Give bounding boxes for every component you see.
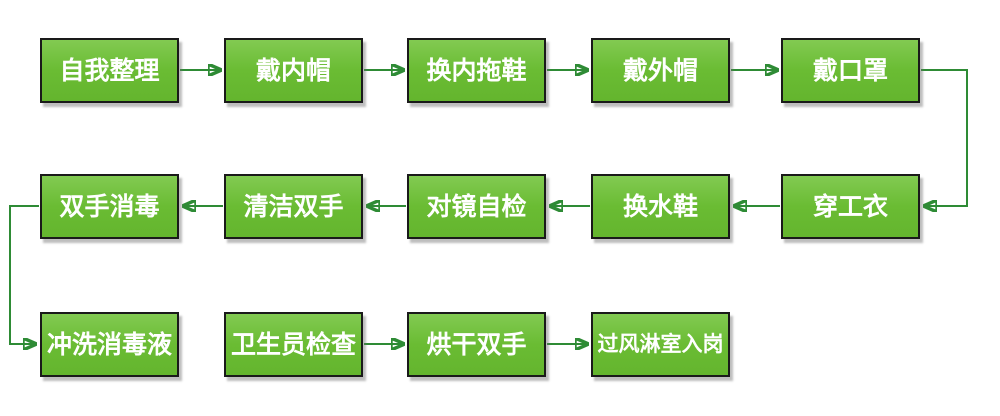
flow-node-wear-work-clothes: 穿工衣 xyxy=(781,174,920,239)
flow-node-hygienist-inspection: 卫生员检查 xyxy=(224,312,363,377)
flow-node-dry-hands: 烘干双手 xyxy=(407,312,546,377)
flow-node-mirror-self-check: 对镜自检 xyxy=(407,174,546,239)
flow-node-air-shower-to-post: 过风淋室入岗 xyxy=(591,312,730,377)
flow-node-change-water-boots: 换水鞋 xyxy=(591,174,730,239)
flow-node-wear-inner-cap: 戴内帽 xyxy=(224,38,363,103)
connector-disinfect-hands-to-rinse-disinfectant xyxy=(9,205,39,344)
flow-node-self-tidy: 自我整理 xyxy=(40,38,179,103)
flow-node-clean-hands: 清洁双手 xyxy=(224,174,363,239)
flow-node-change-inner-slippers: 换内拖鞋 xyxy=(407,38,546,103)
flow-node-rinse-disinfectant: 冲洗消毒液 xyxy=(40,312,179,377)
flow-node-wear-mask: 戴口罩 xyxy=(781,38,920,103)
flow-node-wear-outer-cap: 戴外帽 xyxy=(591,38,730,103)
connector-wear-mask-to-wear-work-clothes xyxy=(921,69,968,206)
flow-node-disinfect-hands: 双手消毒 xyxy=(40,174,179,239)
